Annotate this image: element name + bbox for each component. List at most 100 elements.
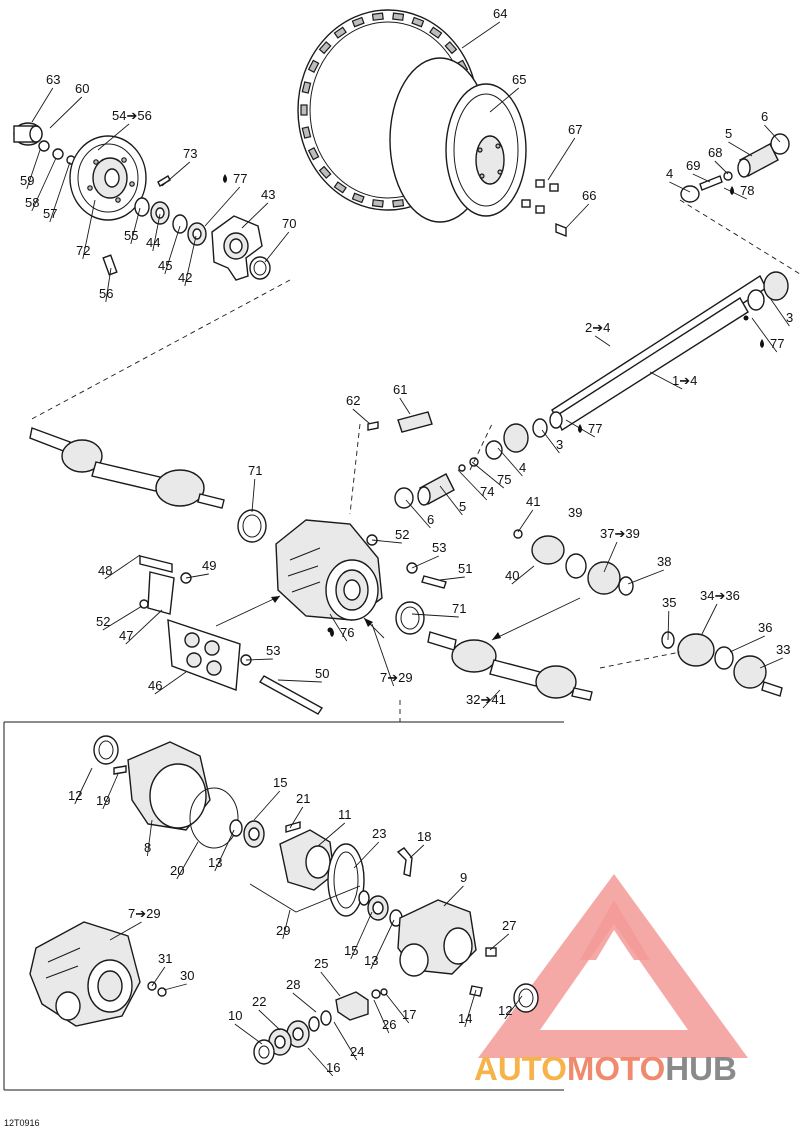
callout-leader	[289, 806, 304, 829]
callout-leader	[154, 671, 187, 695]
callout-label-c21: 21	[296, 791, 310, 806]
boot-34	[677, 633, 715, 667]
callout-label-c16: 16	[326, 1060, 340, 1075]
oil-drop-icon	[760, 339, 764, 348]
callout-label-c729a: 7➔29	[380, 670, 413, 685]
callout-label-c41: 41	[526, 494, 540, 509]
callout-leader	[439, 576, 465, 581]
callout-label-c3a: 3	[786, 310, 793, 325]
callout-leader	[701, 603, 718, 635]
callout-label-c42: 42	[178, 270, 192, 285]
mount-brackets	[139, 555, 324, 715]
watermark-m-icon	[580, 900, 650, 960]
callout-leader	[371, 623, 395, 687]
bolt-30	[157, 987, 167, 997]
inset-differential	[29, 735, 539, 1065]
callout-leader	[759, 657, 783, 669]
bolt-50	[258, 675, 324, 715]
callout-label-c63: 63	[46, 72, 60, 87]
callout-label-c47: 47	[119, 628, 133, 643]
callout-label-c3241: 32➔41	[466, 692, 506, 707]
callout-label-c67: 67	[568, 122, 582, 137]
tread-lug	[371, 12, 384, 21]
callout-label-c56: 56	[99, 286, 113, 301]
seal-71-right-inner	[400, 606, 420, 630]
callout-leader	[669, 181, 691, 193]
callout-leader	[482, 689, 501, 709]
callout-label-c73: 73	[183, 146, 197, 161]
callout-label-c66: 66	[582, 188, 596, 203]
axle-bar-right	[489, 659, 541, 687]
callout-label-c45: 45	[158, 258, 172, 273]
callout-label-c12b: 12	[498, 1003, 512, 1018]
callout-label-c22: 22	[252, 994, 266, 1009]
callout-label-c3739: 37➔39	[600, 526, 640, 541]
callout-leader	[649, 371, 683, 390]
bearing-cap-face	[29, 125, 43, 143]
callout-leader	[728, 141, 753, 157]
callout-label-c10: 10	[228, 1008, 242, 1023]
callout-label-c1: 1➔4	[672, 373, 697, 388]
differential-housing	[275, 519, 447, 635]
callout-leader	[729, 635, 765, 653]
inset-frame	[3, 721, 564, 1091]
bracket-29	[249, 883, 361, 913]
callout-leader	[109, 921, 142, 941]
callout-leader	[245, 658, 273, 661]
rim-bolt-hole	[479, 173, 485, 179]
carrier-11-face	[305, 845, 331, 879]
callout-label-c51: 51	[458, 561, 472, 576]
callout-leader	[151, 966, 166, 987]
disc-hole	[93, 159, 99, 165]
cv-joint-40	[531, 535, 565, 565]
callout-label-c5a: 5	[725, 126, 732, 141]
wheel-group	[297, 9, 567, 238]
plug-27	[485, 947, 497, 957]
callout-leader	[439, 485, 463, 516]
clamp-36	[714, 646, 734, 670]
callout-label-c17: 17	[402, 1007, 416, 1022]
tread-lug	[318, 41, 332, 55]
callout-leader	[371, 539, 402, 544]
callout-label-c12a: 12	[68, 788, 82, 803]
callout-leader	[214, 829, 235, 872]
callout-leader	[769, 297, 790, 327]
callout-label-c43: 43	[261, 187, 275, 202]
callout-label-c55: 55	[124, 228, 138, 243]
disc-hole	[129, 181, 135, 187]
tread-lug	[318, 165, 332, 179]
pin-69	[699, 175, 723, 191]
callout-leader	[152, 213, 161, 252]
drawing-code: 12T0916	[4, 1118, 40, 1128]
callout-leader	[723, 187, 747, 200]
callout-label-c44: 44	[146, 235, 160, 250]
callout-leader	[443, 885, 464, 907]
callout-leader	[751, 317, 778, 353]
watermark-word-auto: AUTO	[474, 1050, 567, 1087]
oil-drop-icon	[578, 424, 582, 433]
watermark-text: AUTOMOTOHUB	[474, 1050, 737, 1087]
callout-label-c54: 54➔56	[112, 108, 152, 123]
callout-label-c53a: 53	[432, 540, 446, 555]
callout-label-c25: 25	[314, 956, 328, 971]
callout-label-c11: 11	[338, 807, 352, 822]
ring-gear-teeth	[333, 851, 359, 909]
valve-66	[555, 222, 567, 238]
lug-nut	[535, 179, 545, 188]
rim-bolt-hole	[497, 169, 503, 175]
callout-leader	[105, 267, 112, 303]
callout-leader	[176, 841, 199, 880]
clip-75	[469, 457, 479, 467]
callout-leader	[251, 478, 256, 513]
callout-label-c77b: 77	[770, 336, 784, 351]
left-drive-shaft	[29, 427, 267, 543]
bearing-42-bore	[192, 228, 202, 240]
bearing-16-bore	[292, 1027, 304, 1041]
callout-leader	[49, 96, 83, 129]
callout-label-c59: 59	[20, 173, 34, 188]
callout-label-c26: 26	[382, 1017, 396, 1032]
callout-label-c2: 2➔4	[585, 320, 610, 335]
seal-12-right	[513, 983, 539, 1013]
callout-leader	[130, 207, 141, 245]
housing-9-port	[399, 943, 429, 977]
